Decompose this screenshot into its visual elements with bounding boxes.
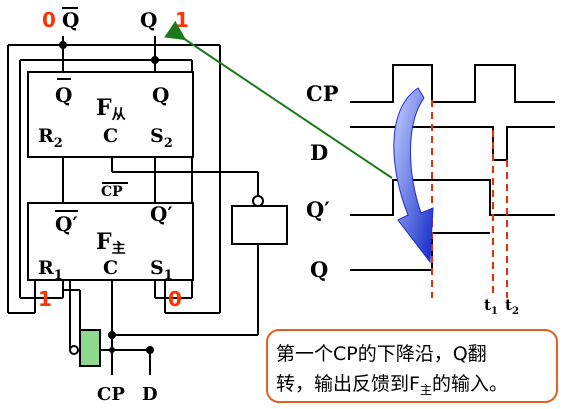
master-r-label: R1	[38, 257, 63, 283]
master-q-label: Q′	[150, 202, 173, 226]
wave-d-trace	[350, 126, 555, 161]
wave-qprime-label: Q′	[306, 197, 330, 222]
master-s-label: S1	[150, 257, 173, 283]
input-gate	[79, 329, 101, 367]
green-arrow	[164, 20, 393, 179]
slave-s-label: S2	[150, 125, 173, 151]
master-flipflop-box	[27, 202, 194, 281]
wave-q-label: Q	[310, 257, 328, 282]
slave-qbar-label: Q	[55, 83, 72, 107]
slave-name-label: F从	[96, 95, 126, 123]
top-value-left: 0	[42, 8, 56, 32]
slave-c-label: C	[103, 125, 118, 147]
master-name-label: F主	[96, 229, 126, 257]
blue-curve-arrow	[393, 87, 434, 264]
slave-flipflop-box	[27, 71, 194, 158]
note-line-1: 第一个CP的下降沿，Q翻	[276, 343, 487, 365]
waveform-traces	[350, 64, 555, 271]
top-value-right: 1	[175, 8, 189, 32]
bottom-d-label: D	[142, 384, 158, 405]
wave-d-label: D	[310, 140, 328, 165]
top-qbar-label: Q	[62, 8, 79, 32]
wave-cp-label: CP	[306, 81, 339, 106]
bottom-cp-label: CP	[97, 384, 125, 405]
note-line-2: 转，输出反馈到F主的输入。	[276, 373, 508, 397]
inverter-bubble	[252, 195, 264, 207]
wave-cp-trace	[350, 64, 555, 103]
input-gate-bubble	[69, 345, 79, 355]
master-qbar-label: Q′	[55, 212, 78, 236]
slave-q-label: Q	[152, 83, 169, 107]
wave-qprime-trace	[350, 179, 555, 216]
junction-dots	[59, 41, 159, 354]
master-c-label: C	[103, 257, 118, 279]
side-value-left: 1	[38, 287, 52, 311]
cp-bar-label: CP	[101, 184, 123, 200]
note-box	[266, 329, 558, 403]
side-value-right: 0	[168, 287, 182, 311]
wave-q-trace	[350, 232, 490, 271]
t1-label: t1	[484, 296, 498, 317]
t2-label: t2	[505, 296, 519, 317]
dashed-markers	[431, 100, 508, 298]
slave-r-label: R2	[38, 125, 63, 151]
inverter-gate	[231, 205, 288, 245]
top-q-label: Q	[140, 8, 157, 32]
